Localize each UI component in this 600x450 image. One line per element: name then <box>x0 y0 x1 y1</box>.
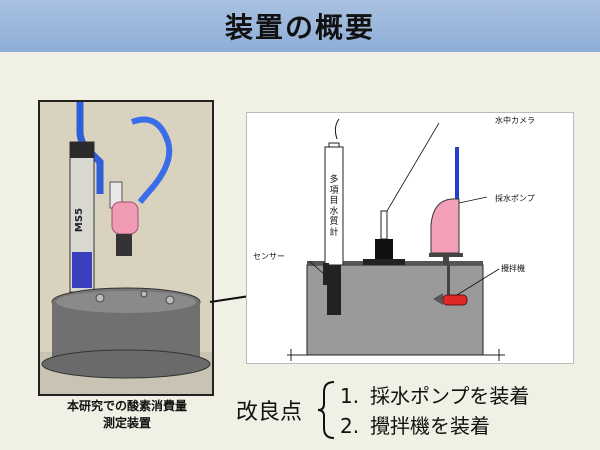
label-water-quality-meter: 多項目水質計 <box>329 175 339 238</box>
improvements-heading: 改良点 <box>236 400 303 425</box>
improvements: 改良点 1. 採水ポンプを装着 2. 攪拌機を装着 <box>236 378 576 440</box>
slide-title: 装置の概要 <box>224 11 375 44</box>
caption-line-1: 本研究での酸素消費量 <box>66 399 187 413</box>
improvement-item-2: 2. 攪拌機を装着 <box>340 410 490 439</box>
photo-caption: 本研究での酸素消費量 測定装置 <box>36 398 218 432</box>
label-pump: 採水ポンプ <box>495 194 535 203</box>
schematic-diagram: 水中カメラ 採水ポンプ 攪拌機 センサー 多項目水質計 <box>246 112 574 364</box>
improvement-text-1: 採水ポンプを装着 <box>370 384 530 408</box>
schematic-drawing <box>287 118 505 361</box>
apparatus-photo-image: MS5 <box>40 102 212 394</box>
improvement-item-1: 1. 採水ポンプを装着 <box>340 380 529 409</box>
caption-line-2: 測定装置 <box>102 416 151 430</box>
title-band: 装置の概要 <box>0 0 600 52</box>
improvement-number-1: 1. <box>340 384 360 408</box>
brace-icon <box>317 381 335 439</box>
probe-label: MS5 <box>74 208 85 232</box>
label-camera: 水中カメラ <box>495 116 535 125</box>
improvement-text-2: 攪拌機を装着 <box>370 414 490 438</box>
label-sensor: センサー <box>253 252 285 261</box>
apparatus-photo: MS5 <box>38 100 214 396</box>
label-stirrer: 攪拌機 <box>501 264 525 273</box>
improvement-number-2: 2. <box>340 414 360 438</box>
